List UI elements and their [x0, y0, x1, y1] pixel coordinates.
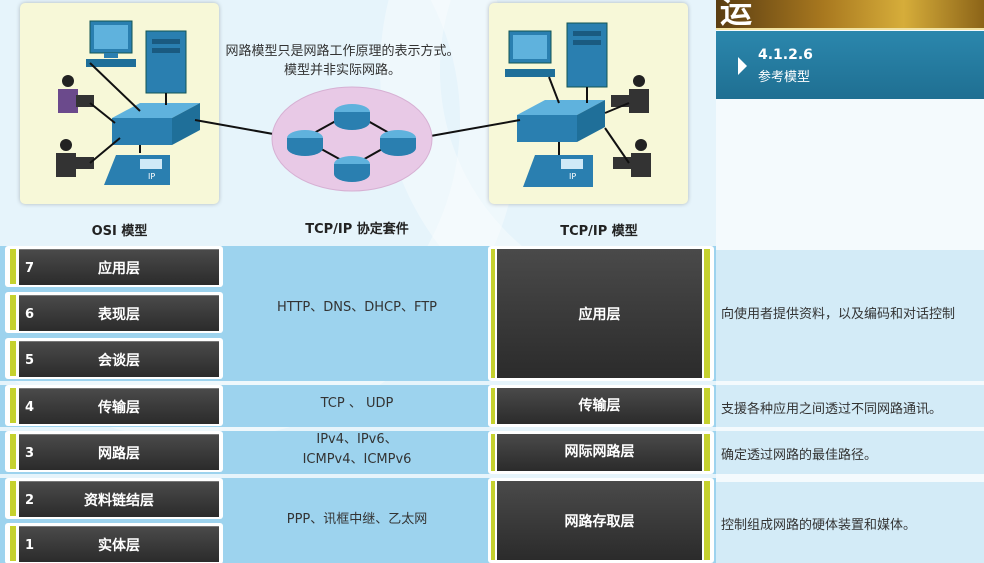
switch-icon	[112, 103, 200, 145]
tcpip-suite-title: TCP/IP 协定套件	[305, 222, 409, 237]
desc-band	[716, 385, 984, 427]
model-note: 网路模型只是网路工作原理的表示方式。模型并非实际网路。	[225, 44, 460, 78]
desc-band	[716, 250, 984, 381]
ip-phone-icon: IP	[523, 155, 593, 187]
svg-text:IP: IP	[569, 172, 576, 181]
play-arrow-icon[interactable]	[738, 57, 747, 75]
user-icon	[58, 75, 94, 113]
svg-text:IP: IP	[148, 172, 155, 181]
title-fragment: 运	[720, 0, 753, 30]
internet-protocols-line2: ICMPv4、ICMPv6	[302, 452, 412, 467]
desc-band	[716, 431, 984, 474]
ip-phone-icon: IP	[104, 155, 170, 185]
tcpip-devices-panel: IP	[489, 3, 688, 204]
network-devices-illustration: IP	[56, 20, 200, 185]
transport-description: 支援各种应用之间透过不同网路通讯。	[721, 402, 943, 417]
desc-band	[716, 482, 984, 563]
server-icon	[145, 30, 187, 94]
network-cloud	[194, 86, 521, 192]
transport-protocols: TCP 、 UDP	[320, 396, 394, 411]
tcpip-transport-layer[interactable]: 传输层	[488, 385, 714, 427]
diagram-area: IP	[0, 0, 716, 563]
tcpip-model-title: TCP/IP 模型	[560, 224, 638, 239]
router-icon	[287, 104, 416, 182]
server-icon	[566, 22, 608, 88]
network-devices-illustration: IP	[505, 22, 651, 187]
tcpip-internet-layer[interactable]: 网际网路层	[488, 431, 714, 474]
user-icon	[56, 139, 94, 177]
tcpip-application-layer[interactable]: 应用层	[488, 246, 714, 381]
computer-icon	[505, 30, 555, 77]
tcpip-access-layer[interactable]: 网路存取层	[488, 478, 714, 563]
access-description: 控制组成网路的硬体装置和媒体。	[721, 518, 917, 533]
section-nav[interactable]: 4.1.2.6 参考模型	[716, 31, 984, 99]
switch-icon	[517, 100, 605, 142]
internet-protocols-line1: IPv4、IPv6、	[316, 432, 398, 447]
right-panel: 运 4.1.2.6 参考模型	[716, 0, 984, 563]
osi-devices-panel: IP	[20, 3, 219, 204]
section-number: 4.1.2.6	[758, 47, 813, 63]
application-description: 向使用者提供资料，以及编码和对话控制	[721, 307, 956, 322]
computer-icon	[86, 20, 136, 67]
access-protocols: PPP、讯框中继、乙太网	[286, 512, 428, 527]
osi-model-title: OSI 模型	[91, 224, 148, 239]
application-protocols: HTTP、DNS、DHCP、FTP	[277, 300, 437, 315]
title-banner: 运	[716, 0, 984, 30]
section-title: 参考模型	[758, 70, 811, 85]
internet-description: 确定透过网路的最佳路径。	[721, 448, 878, 463]
